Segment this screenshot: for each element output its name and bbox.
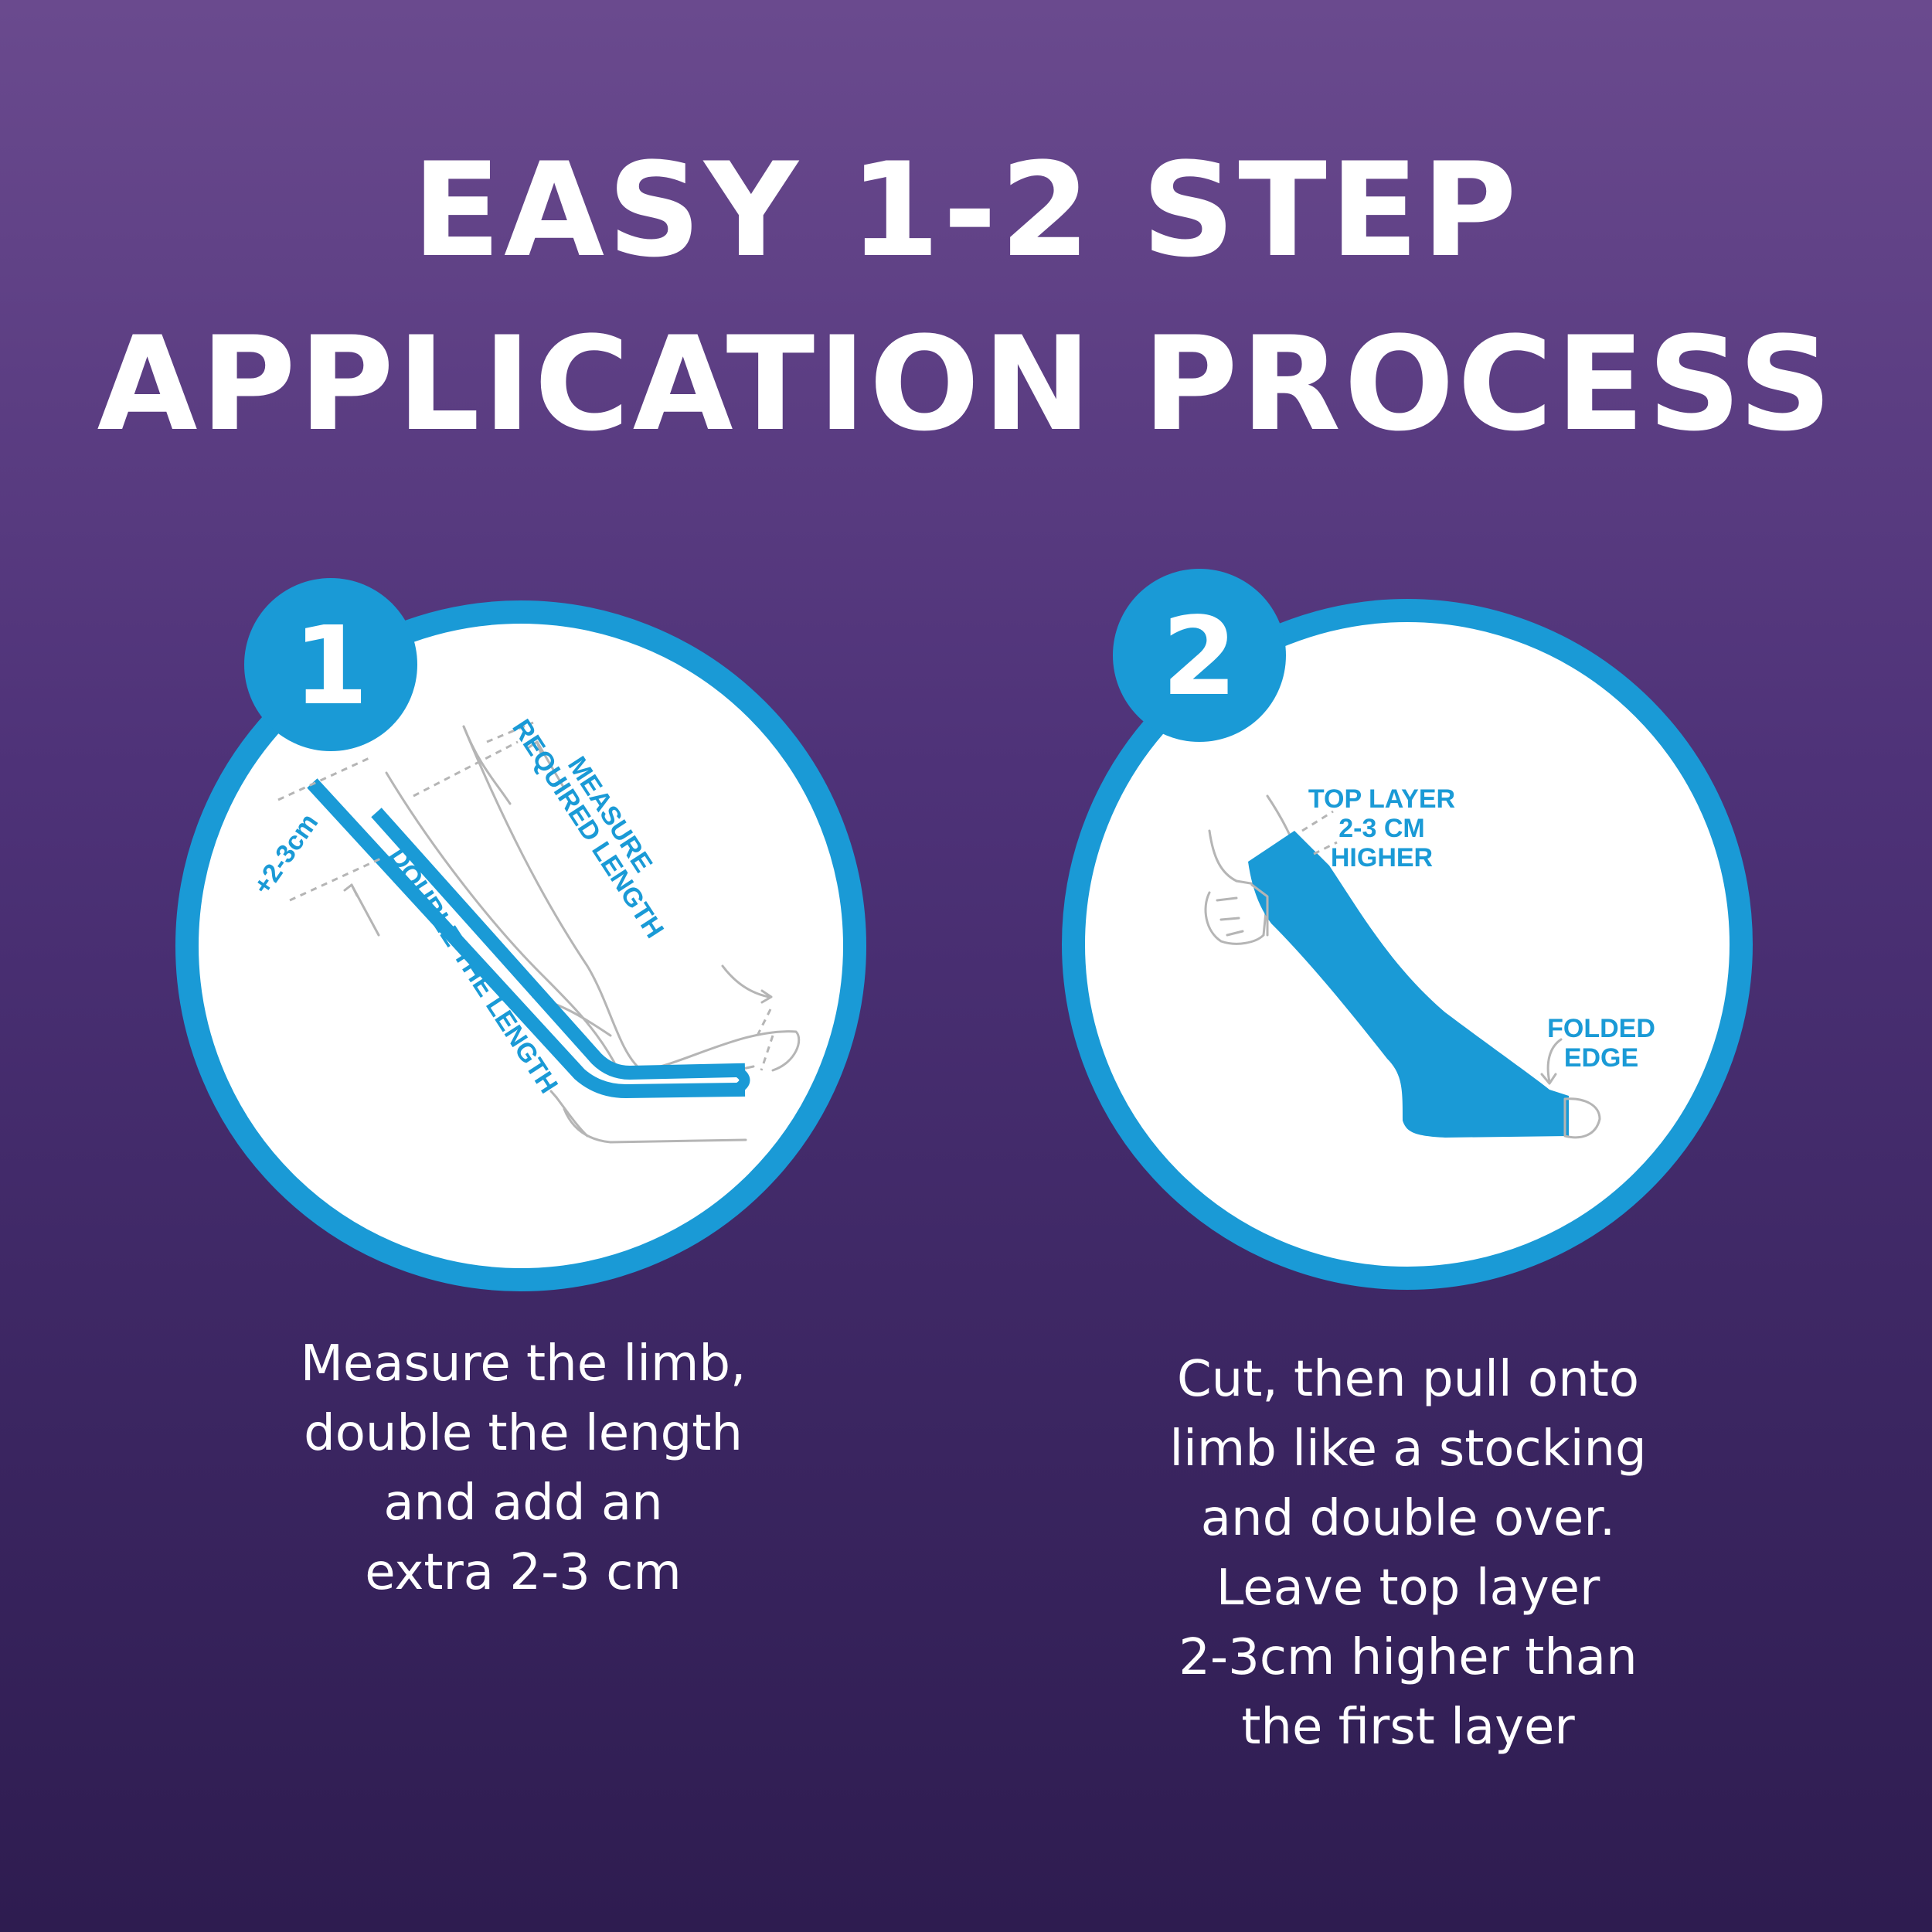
folded-edge-line-1: FOLDED: [1547, 1014, 1655, 1043]
step-1-circle: [175, 600, 866, 1291]
title-line-2: APPLICATION PROCESS: [97, 308, 1835, 460]
step-2-caption-line: limb like a stocking: [1169, 1420, 1647, 1478]
step-2-number-badge: [1113, 569, 1286, 742]
step-1-caption-line: extra 2-3 cm: [365, 1544, 682, 1601]
step-2-caption-line: the first layer: [1241, 1699, 1575, 1756]
doubled-bandage-strip: [307, 778, 750, 1099]
step-1-caption-line: and add an: [383, 1475, 663, 1532]
step-2-caption-line: Leave top layer: [1216, 1560, 1600, 1617]
step-2-caption-line: and double over.: [1200, 1490, 1616, 1547]
step-1-panel: 1: [175, 578, 866, 1291]
measure-arrows: [343, 740, 773, 1138]
step-1-number-badge: [244, 578, 417, 751]
folded-toe: [1563, 1097, 1601, 1139]
step-2-number: 2: [1162, 594, 1236, 720]
step-2-caption-line: 2-3cm higher than: [1179, 1629, 1638, 1686]
folded-edge-label: FOLDED EDGE: [1547, 1014, 1655, 1073]
top-layer-line-1: TOP LAYER: [1308, 784, 1455, 814]
top-layer-line-2: 2-3 CM: [1338, 814, 1424, 843]
step-2-caption: Cut, then pull onto limb like a stocking…: [1060, 1345, 1756, 1762]
top-layer-line-3: HIGHER: [1331, 843, 1433, 872]
step-2-circle: [1062, 599, 1753, 1290]
step-1-caption-line: Measure the limb,: [300, 1335, 747, 1393]
step-2-panel: 2 TOP LAYER 2-3 CM HIGHER FOLDED EDG: [1062, 569, 1753, 1290]
folded-edge-line-2: EDGE: [1564, 1043, 1638, 1073]
title-line-1: EASY 1-2 STEP: [412, 134, 1520, 286]
top-layer-label: TOP LAYER 2-3 CM HIGHER: [1308, 784, 1455, 872]
step-1-caption: Measure the limb, double the length and …: [175, 1329, 871, 1607]
measure-guides: [277, 721, 774, 1071]
step-1-number: 1: [293, 604, 368, 730]
step-2-caption-line: Cut, then pull onto: [1176, 1351, 1640, 1408]
page-title: EASY 1-2 STEP APPLICATION PROCESS: [0, 124, 1932, 471]
step-1-caption-line: double the length: [304, 1405, 743, 1462]
stocking-shape: [1248, 831, 1569, 1138]
